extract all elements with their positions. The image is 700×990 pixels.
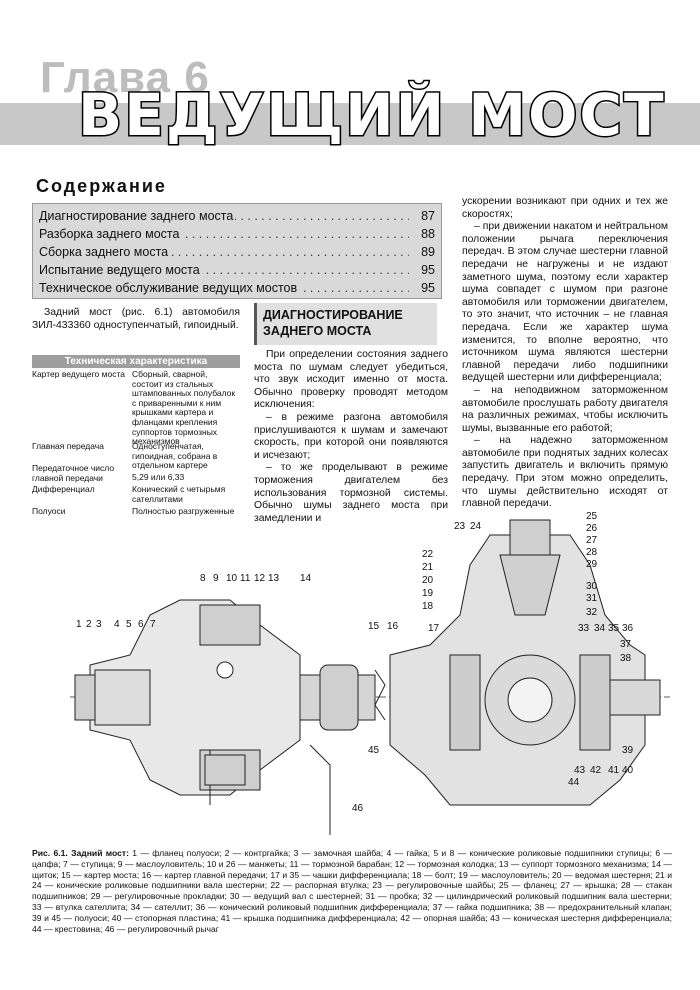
toc-item[interactable]: . . . . . . . . . . . . . . . . . . . . … [39,245,435,259]
callout-label: 28 [586,547,598,558]
rear-axle-drawing: 1 2 3 4 5 6 7 8 9 10 11 12 13 14 15 16 1… [70,511,670,835]
callout-label: 44 [568,777,580,788]
callout-label: 9 [213,573,219,584]
callout-label: 30 [586,581,598,592]
intro-text: Задний мост (рис. 6.1) автомобиля ЗИЛ-43… [32,307,240,331]
toc-item[interactable]: . . . . . . . . . . . . . . . . . . . . … [39,281,435,295]
callout-label: 13 [268,573,280,584]
callout-label: 1 [76,619,82,630]
callout-label: 5 [126,619,132,630]
callout-label: 15 [368,621,380,632]
callout-label: 36 [622,623,634,634]
callout-label: 21 [422,562,434,573]
figure-caption: Рис. 6.1. Задний мост: 1 — фланец полуос… [32,848,672,934]
callout-label: 19 [422,588,434,599]
diag-text: При определении состояния заднего моста … [254,349,448,524]
contents-heading: Содержание [36,176,167,196]
callout-label: 4 [114,619,120,630]
callout-label: 17 [428,623,440,634]
callout-label: 42 [590,765,602,776]
callout-label: 46 [352,803,364,814]
chapter-banner [0,103,700,145]
callout-label: 34 [594,623,606,634]
callout-label: 27 [586,535,598,546]
chapter-title: ВЕДУЩИЙ МОСТ [77,81,666,149]
callout-label: 8 [200,573,206,584]
callout-label: 10 [226,573,238,584]
callout-label: 35 [608,623,620,634]
callout-label: 31 [586,593,598,604]
section-heading-box: ДИАГНОСТИРОВАНИЕ ЗАДНЕГО МОСТА [254,303,437,345]
callout-label: 45 [368,745,380,756]
toc-item[interactable]: . . . . . . . . . . . . . . . . . . . . … [39,209,435,223]
callout-label: 41 [608,765,620,776]
table-of-contents: . . . . . . . . . . . . . . . . . . . . … [32,203,442,299]
right-column-text: ускорении возникают при одних и тех же с… [462,196,668,510]
callout-label: 23 [454,521,466,532]
callout-label: 22 [422,549,434,560]
callout-label: 11 [240,573,251,584]
callout-label: 43 [574,765,586,776]
callout-label: 16 [387,621,399,632]
chapter-label: Глава 6 [40,53,210,102]
callout-label: 20 [422,575,434,586]
callout-label: 33 [578,623,590,634]
toc-item[interactable]: . . . . . . . . . . . . . . . . . . . . … [39,227,435,241]
callout-label: 14 [300,573,312,584]
callout-label: 39 [622,745,634,756]
callout-label: 2 [86,619,92,630]
callout-label: 18 [422,601,434,612]
callout-label: 25 [586,511,598,522]
specs-table: Картер ведущего моста Сборный, сварной, … [32,369,236,516]
callout-label: 29 [586,559,598,570]
callout-label: 32 [586,607,598,618]
callout-label: 40 [622,765,634,776]
toc-item[interactable]: . . . . . . . . . . . . . . . . . . . . … [39,263,435,277]
section-heading: ДИАГНОСТИРОВАНИЕ ЗАДНЕГО МОСТА [263,308,403,338]
specs-heading: Техническая характеристика [32,355,240,368]
callout-label: 7 [150,619,156,630]
callout-label: 26 [586,523,598,534]
callout-label: 12 [254,573,266,584]
callout-label: 6 [138,619,144,630]
callout-label: 38 [620,653,632,664]
callout-label: 3 [96,619,102,630]
callout-label: 37 [620,639,632,650]
callout-label: 24 [470,521,482,532]
